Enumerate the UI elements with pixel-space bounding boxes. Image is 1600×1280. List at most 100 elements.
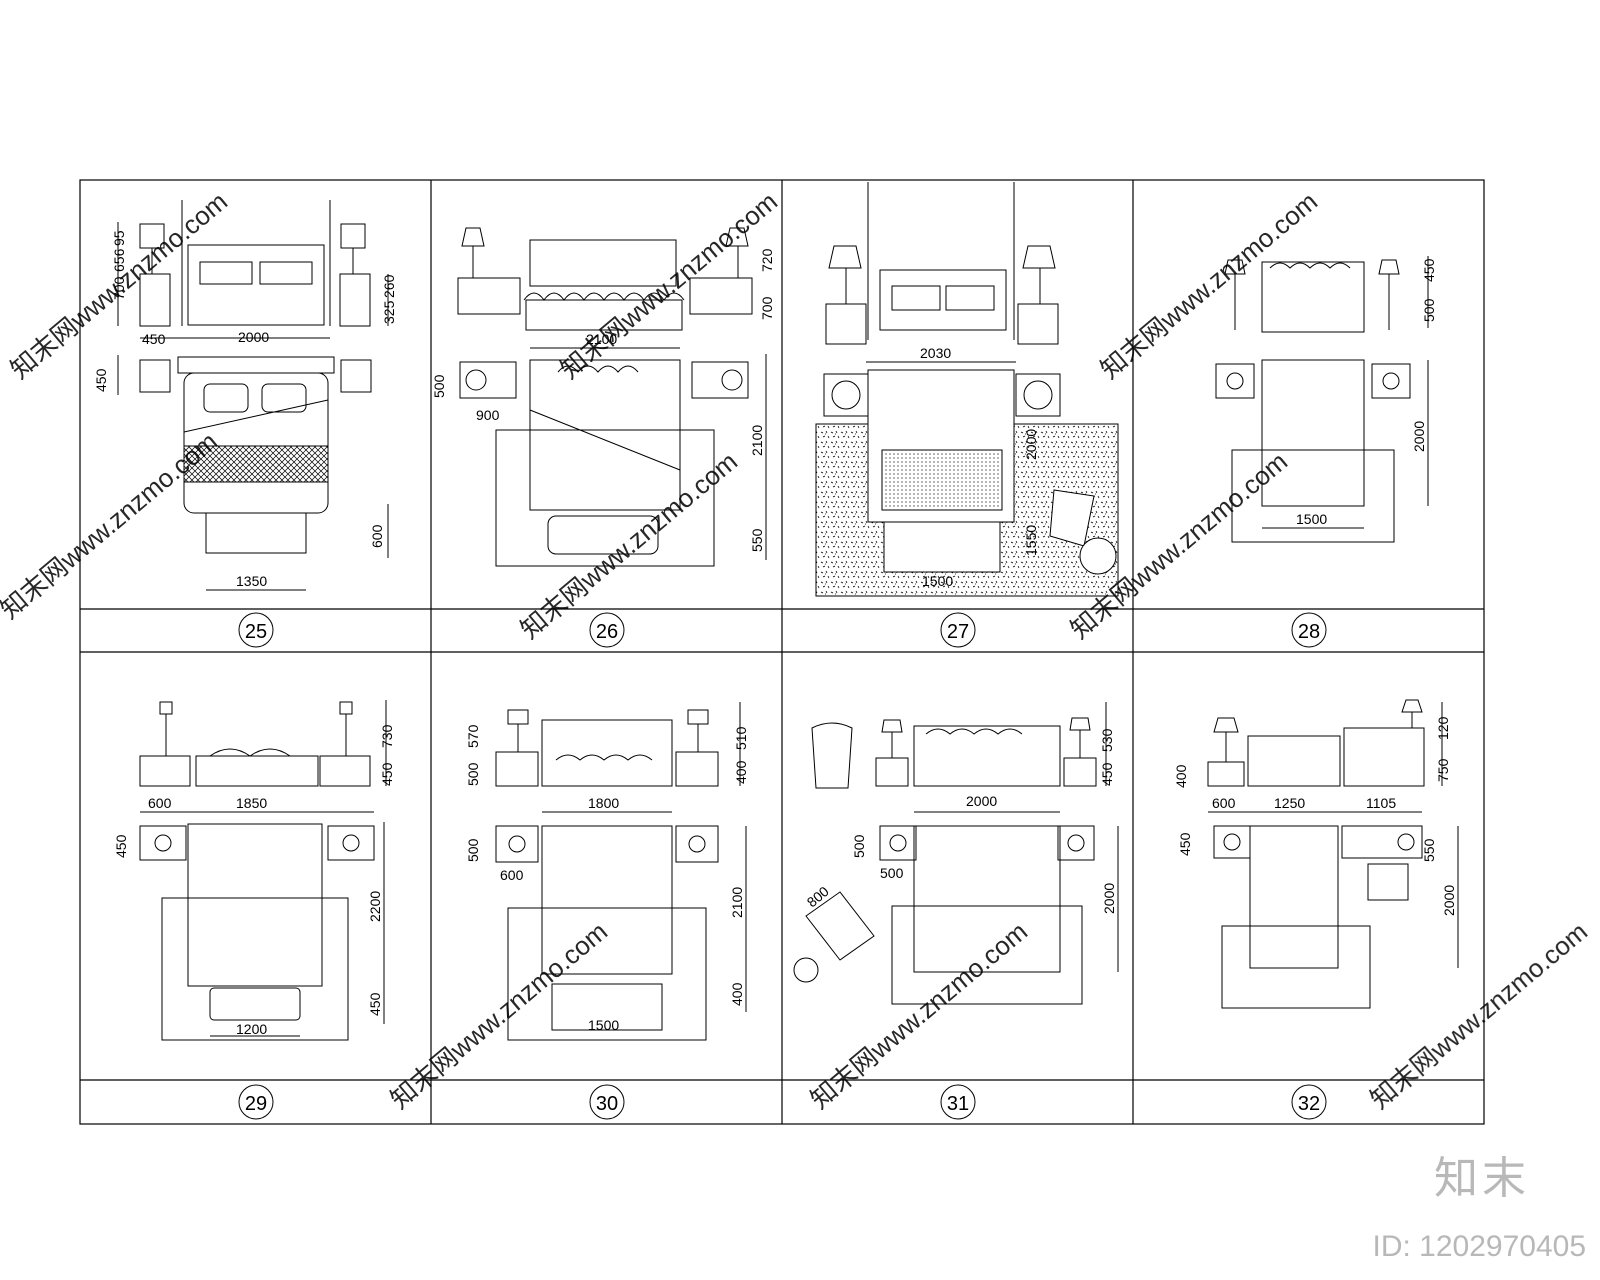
svg-text:2200: 2200	[367, 891, 383, 922]
svg-text:2000: 2000	[1441, 885, 1457, 916]
panel-labels: 25 26 27 28 29 30 31 32	[238, 612, 1327, 1120]
svg-text:26: 26	[596, 621, 618, 643]
svg-text:2100: 2100	[586, 331, 617, 347]
svg-text:29: 29	[245, 1093, 267, 1115]
svg-text:730: 730	[379, 724, 395, 748]
panel-26-dimensions: 720 700 2100 500 900 2100 550	[431, 248, 775, 552]
svg-text:28: 28	[1298, 621, 1320, 643]
svg-text:600: 600	[1212, 795, 1236, 811]
svg-text:720: 720	[759, 248, 775, 272]
svg-text:500: 500	[880, 865, 904, 881]
svg-text:95: 95	[111, 230, 127, 246]
svg-text:32: 32	[1298, 1093, 1320, 1115]
svg-text:450: 450	[367, 992, 383, 1016]
svg-text:2000: 2000	[1411, 421, 1427, 452]
brand-watermark: 知末	[1434, 1153, 1530, 1204]
svg-text:260: 260	[381, 274, 397, 298]
panel-30-dimensions: 570 500 510 400 1800 500 600 2100 400 15…	[465, 724, 749, 1033]
svg-text:31: 31	[947, 1093, 969, 1115]
svg-text:700: 700	[759, 296, 775, 320]
svg-text:550: 550	[749, 528, 765, 552]
panel-31-dimensions: 530 450 2000 500 500 800 2000	[804, 728, 1117, 914]
svg-text:450: 450	[113, 834, 129, 858]
image-id-label: ID: 1202970405	[1372, 1230, 1586, 1263]
svg-text:530: 530	[1099, 728, 1115, 752]
watermark-text: 知末网www.znzmo.com	[555, 186, 783, 384]
panel-28-drawing	[1215, 256, 1429, 543]
panel-label-31: 31	[940, 1084, 976, 1120]
svg-text:2030: 2030	[920, 345, 951, 361]
watermark-text: 知末网www.znzmo.com	[385, 916, 613, 1114]
panel-31-drawing	[793, 702, 1119, 1005]
svg-text:2000: 2000	[1023, 429, 1039, 460]
panel-26-drawing	[457, 227, 767, 567]
svg-text:2100: 2100	[749, 425, 765, 456]
watermark-text: 知末网www.znzmo.com	[805, 916, 1033, 1114]
svg-text:600: 600	[148, 795, 172, 811]
panel-29-dimensions: 730 450 600 1850 450 2200 450 1200	[113, 724, 395, 1037]
svg-text:25: 25	[245, 621, 267, 643]
svg-text:700: 700	[111, 276, 127, 300]
svg-text:2000: 2000	[238, 329, 269, 345]
svg-text:900: 900	[476, 407, 500, 423]
svg-text:656: 656	[111, 248, 127, 272]
svg-text:800: 800	[804, 883, 832, 910]
panel-30-drawing	[495, 702, 747, 1041]
svg-text:600: 600	[369, 524, 385, 548]
svg-text:1350: 1350	[236, 573, 267, 589]
svg-text:400: 400	[1173, 764, 1189, 788]
svg-text:600: 600	[500, 867, 524, 883]
panel-29-drawing	[139, 700, 387, 1041]
panel-label-25: 25	[238, 612, 274, 648]
svg-text:1500: 1500	[1296, 511, 1327, 527]
svg-text:450: 450	[142, 331, 166, 347]
panel-27-dimensions: 2030 2000 1550 1500	[920, 345, 1039, 589]
svg-text:30: 30	[596, 1093, 618, 1115]
svg-text:1105: 1105	[1366, 795, 1396, 811]
svg-text:120: 120	[1435, 716, 1451, 740]
svg-text:1800: 1800	[588, 795, 619, 811]
panel-25-dimensions: 700 656 95 325 260 450 2000 450 600 1350	[93, 230, 397, 589]
svg-text:500: 500	[465, 838, 481, 862]
panel-25-drawing	[117, 200, 389, 591]
svg-text:2000: 2000	[1101, 883, 1117, 914]
svg-text:27: 27	[947, 621, 969, 643]
panel-label-32: 32	[1291, 1084, 1327, 1120]
panel-label-26: 26	[589, 612, 625, 648]
svg-text:450: 450	[379, 762, 395, 786]
svg-text:1550: 1550	[1023, 525, 1039, 556]
panel-32-dimensions: 120 750 400 600 1250 1105 450 550 2000	[1173, 716, 1457, 916]
panel-label-28: 28	[1291, 612, 1327, 648]
svg-text:1850: 1850	[236, 795, 267, 811]
watermark-text: 知末网www.znzmo.com	[1095, 186, 1323, 384]
svg-text:1500: 1500	[588, 1017, 619, 1033]
watermark-text: 知末网www.znzmo.com	[1365, 916, 1593, 1114]
sheet-frame	[79, 179, 1485, 1125]
svg-text:750: 750	[1435, 758, 1451, 782]
svg-text:450: 450	[93, 368, 109, 392]
svg-text:510: 510	[733, 726, 749, 750]
svg-text:400: 400	[733, 760, 749, 784]
svg-text:570: 570	[465, 724, 481, 748]
svg-text:1250: 1250	[1274, 795, 1305, 811]
panel-label-30: 30	[589, 1084, 625, 1120]
svg-text:500: 500	[1421, 298, 1437, 322]
panel-label-29: 29	[238, 1084, 274, 1120]
panel-label-27: 27	[940, 612, 976, 648]
panel-32-drawing	[1207, 699, 1459, 1009]
svg-text:450: 450	[1421, 258, 1437, 282]
svg-text:500: 500	[431, 374, 447, 398]
svg-text:2000: 2000	[966, 793, 997, 809]
svg-text:550: 550	[1421, 838, 1437, 862]
svg-text:500: 500	[465, 762, 481, 786]
panel-28-dimensions: 450 500 2000 1500	[1296, 258, 1437, 527]
svg-text:1500: 1500	[922, 573, 953, 589]
svg-text:500: 500	[851, 834, 867, 858]
svg-text:450: 450	[1099, 762, 1115, 786]
svg-text:2100: 2100	[729, 887, 745, 918]
svg-text:400: 400	[729, 982, 745, 1006]
svg-text:1200: 1200	[236, 1021, 267, 1037]
watermark-text: 知末网www.znzmo.com	[515, 446, 743, 644]
panel-27-drawing	[815, 182, 1119, 597]
